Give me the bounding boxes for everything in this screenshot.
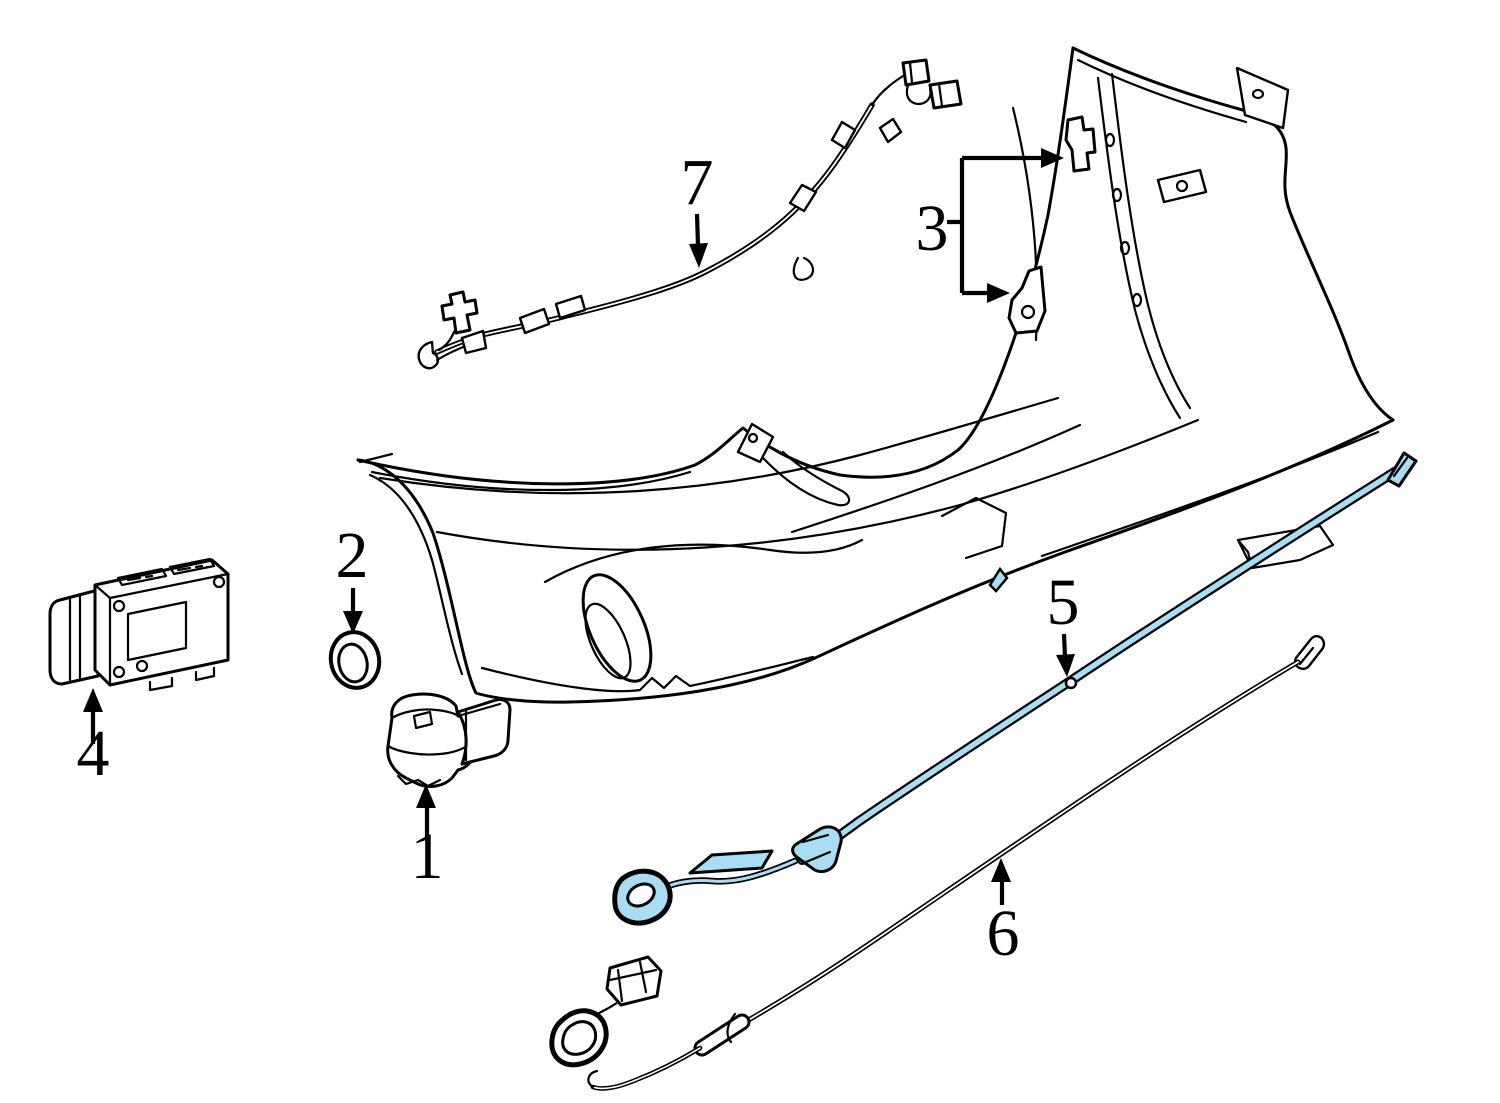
cable-5-eyelet xyxy=(612,868,673,926)
callout-7-arrowhead xyxy=(689,243,708,268)
callout-3-arrowhead-lower xyxy=(987,283,1010,303)
harness-left-connectors xyxy=(417,290,488,370)
harness-clip xyxy=(518,307,551,335)
parking-sensor-drawing xyxy=(386,692,512,788)
bracket-drawings xyxy=(1007,115,1097,335)
rear-bumper-cover-drawing xyxy=(356,46,1395,704)
cable-5-connector xyxy=(791,825,843,873)
callout-3: 3 xyxy=(916,148,1064,303)
callout-label-6: 6 xyxy=(987,897,1020,970)
harness-clip xyxy=(788,183,818,213)
control-module-drawing xyxy=(48,557,230,692)
callout-3-bracket xyxy=(947,155,1044,296)
callout-5-arrowhead xyxy=(1056,654,1075,677)
callout-6: 6 xyxy=(987,858,1020,970)
cable-5-tip xyxy=(1386,451,1418,488)
cable-6-drawing xyxy=(549,634,1326,1091)
harness-right-connectors xyxy=(870,58,963,144)
harness-clip xyxy=(830,120,857,150)
bracket-lower xyxy=(1007,265,1047,335)
cable-5-fin xyxy=(988,566,1009,593)
callout-7-arrow-shaft xyxy=(694,213,701,247)
cable-5-drawing-highlighted xyxy=(612,451,1418,926)
callout-6-arrowhead xyxy=(991,858,1011,882)
cable-5-locator xyxy=(1064,676,1078,690)
bracket-upper xyxy=(1064,115,1097,173)
tow-hook-cover-detail xyxy=(736,422,851,507)
harness-clip xyxy=(554,294,587,320)
callout-7: 7 xyxy=(681,146,714,268)
callout-label-3: 3 xyxy=(916,192,949,265)
callout-1: 1 xyxy=(411,784,444,893)
cable-6-eyelet xyxy=(549,1008,609,1068)
harness-drawing xyxy=(417,58,963,370)
cable-6-connector xyxy=(605,955,663,1007)
callout-4: 4 xyxy=(77,688,110,790)
callout-2-arrowhead xyxy=(343,611,363,634)
callout-label-5: 5 xyxy=(1047,566,1080,639)
callout-2: 2 xyxy=(336,519,369,634)
callout-5: 5 xyxy=(1047,566,1080,677)
callout-3-arrowhead-upper xyxy=(1041,148,1064,168)
harness-loop-clip xyxy=(792,256,814,281)
callout-5-arrow-shaft xyxy=(1061,633,1068,658)
grommet-drawing xyxy=(328,630,382,690)
corner-mid-bracket xyxy=(1156,168,1208,204)
corner-top-tab xyxy=(1235,66,1290,130)
cable-5-blade xyxy=(688,849,774,875)
callouts: 7 3 2 4 1 5 xyxy=(77,146,1080,970)
callout-1-arrowhead xyxy=(416,784,436,808)
callout-label-2: 2 xyxy=(336,519,369,592)
callout-label-7: 7 xyxy=(681,146,714,219)
callout-4-arrowhead xyxy=(83,688,103,712)
